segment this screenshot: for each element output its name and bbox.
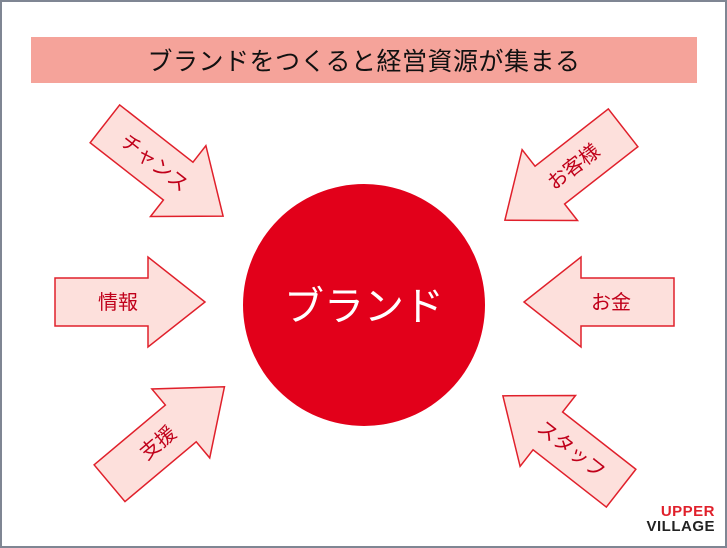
logo-line1: UPPER: [660, 503, 715, 520]
brand-label: ブランド: [284, 284, 444, 330]
arrow-chance: チャンス: [76, 87, 252, 253]
slide-title: ブランドをつくると経営資源が集まる: [147, 47, 581, 76]
arrow-info-label: 情報: [98, 290, 138, 314]
logo-line2: VILLAGE: [646, 518, 715, 535]
arrow-staff: スタッフ: [474, 359, 650, 525]
brand-circle: [243, 184, 485, 426]
arrow-money: お金: [523, 256, 675, 348]
arrow-support: 支援: [79, 351, 255, 519]
title-bar: ブランドをつくると経営資源が集まる: [31, 37, 697, 83]
arrow-info: 情報: [54, 256, 206, 348]
arrow-money-label: お金: [591, 290, 631, 314]
arrow-customer: お客様: [476, 91, 652, 257]
upper-village-logo: UPPER VILLAGE: [646, 504, 715, 534]
